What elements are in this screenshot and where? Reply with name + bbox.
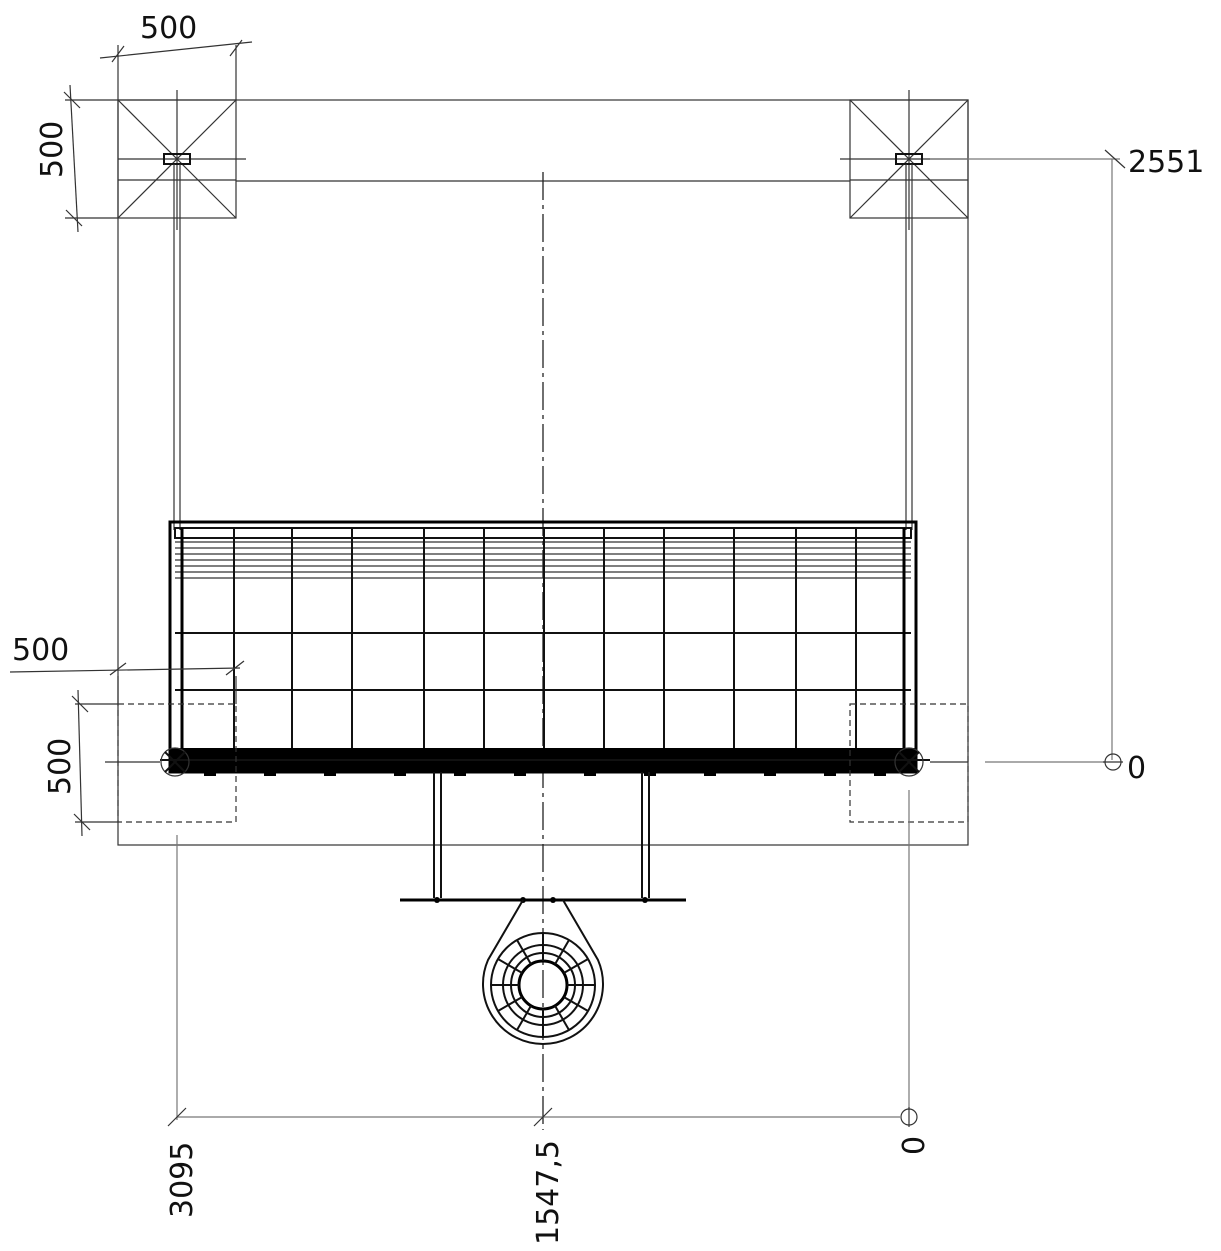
dim-bottom-width-label: 500 [12,633,69,668]
beam-bolt [704,770,716,776]
support-post-left [433,772,442,898]
beam-bolt [394,770,406,776]
dim-top-height: 500 [35,84,118,233]
anchor-left [160,747,190,777]
pipe-spoke [497,958,523,974]
pipe-spoke [497,996,523,1012]
beam-bolt [584,770,596,776]
bottom-beam [160,748,930,772]
pipe-spoke [516,939,532,965]
dim-ordinate-zero-v-label: 0 [1127,751,1146,786]
beam-bolt [324,770,336,776]
right-column [905,164,913,530]
pipe-spoke [516,1005,532,1031]
beam-bolt [204,770,216,776]
beam-bolt [454,770,466,776]
anchor-right [894,747,924,777]
dim-ordinate-zero-h-label: 0 [897,1136,932,1155]
pipe-spoke [554,939,570,965]
dim-ordinate-2551-label: 2551 [1128,145,1204,180]
beam-bolt [514,770,526,776]
left-column [173,164,181,530]
pipe-spokes [491,933,595,1037]
pipe-spoke [554,1005,570,1031]
panel-vertical-lines [180,528,906,750]
pipe-spoke [563,996,589,1012]
beam-bolt [764,770,776,776]
pad-bottom-left-dashed [117,703,237,823]
support-crossbar [400,897,686,903]
dim-bottom-height-label: 500 [43,738,78,795]
beam-bolt [874,770,886,776]
beam-bolt [264,770,276,776]
dim-top-width: 500 [99,11,253,100]
pad-top-left [117,90,246,230]
beam-bolt [824,770,836,776]
dim-vertical-ordinate: 2551 0 [930,145,1204,786]
pipe-spoke [563,958,589,974]
pad-top-right [840,90,969,230]
dim-ordinate-3095-label: 3095 [165,1142,200,1218]
dim-ordinate-1547-label: 1547,5 [531,1140,566,1245]
dim-horizontal-ordinate: 3095 1547,5 0 [165,790,932,1245]
dim-bottom-height: 500 [43,689,118,837]
dim-top-width-label: 500 [140,11,197,46]
dim-bottom-width: 500 [9,633,245,704]
dim-top-height-label: 500 [35,121,70,178]
support-post-right [641,772,650,898]
